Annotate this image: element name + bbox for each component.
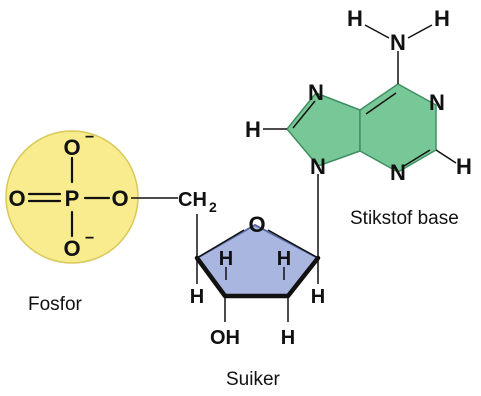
sugar-group: CH 2 O H H H H OH H bbox=[178, 174, 325, 349]
base-n-amino: N bbox=[390, 30, 406, 55]
phosphate-o-bottom: O bbox=[63, 236, 80, 261]
amino-h-left-bond bbox=[364, 24, 390, 39]
base-double-bond-c bbox=[403, 149, 431, 167]
base-n-bottom-right: N bbox=[390, 160, 406, 185]
sugar-h-left: H bbox=[190, 286, 204, 308]
phosphate-o-left: O bbox=[8, 186, 25, 211]
base-five-ring bbox=[286, 92, 361, 167]
c2-base-h-bond bbox=[435, 149, 457, 164]
sugar-ring-back-right bbox=[267, 229, 319, 259]
sugar-ch: CH bbox=[178, 189, 207, 211]
caption-base: Stikstof base bbox=[350, 208, 459, 229]
base-h-top-right: H bbox=[434, 6, 450, 31]
base-n-top-left: N bbox=[308, 80, 324, 105]
sugar-h-right: H bbox=[311, 286, 325, 308]
phosphate-group: O − O P O O − bbox=[5, 129, 178, 264]
base-h-top-left: H bbox=[347, 6, 363, 31]
phosphate-o-bottom-charge: − bbox=[85, 230, 94, 247]
base-h-left: H bbox=[245, 117, 261, 142]
phosphate-o-top: O bbox=[63, 135, 80, 160]
base-double-bond-a bbox=[292, 100, 316, 129]
phosphate-o-right: O bbox=[111, 186, 128, 211]
base-h-right: H bbox=[456, 154, 472, 179]
phosphate-o-top-charge: − bbox=[85, 129, 94, 146]
sugar-ch-sub: 2 bbox=[209, 199, 217, 215]
caption-phosphate: Fosfor bbox=[28, 294, 83, 315]
sugar-o-ring: O bbox=[248, 212, 265, 237]
sugar-oh: OH bbox=[210, 327, 240, 349]
amino-h-right-bond bbox=[407, 24, 433, 39]
sugar-ring-back-left bbox=[196, 229, 245, 259]
base-n-glycosidic: N bbox=[310, 154, 326, 179]
base-group: H H N N N H N H N bbox=[245, 6, 472, 185]
sugar-ring-front-edge bbox=[194, 255, 321, 299]
sugar-h-inner-left: H bbox=[219, 248, 233, 270]
caption-sugar: Suiker bbox=[226, 369, 281, 390]
phosphate-circle bbox=[5, 130, 139, 264]
base-double-bond-b bbox=[365, 92, 397, 115]
base-six-ring bbox=[359, 83, 437, 173]
phosphate-p: P bbox=[65, 186, 80, 211]
sugar-h-bottom: H bbox=[281, 327, 295, 349]
sugar-h-inner-right: H bbox=[277, 248, 291, 270]
base-n-right-top: N bbox=[429, 90, 445, 115]
